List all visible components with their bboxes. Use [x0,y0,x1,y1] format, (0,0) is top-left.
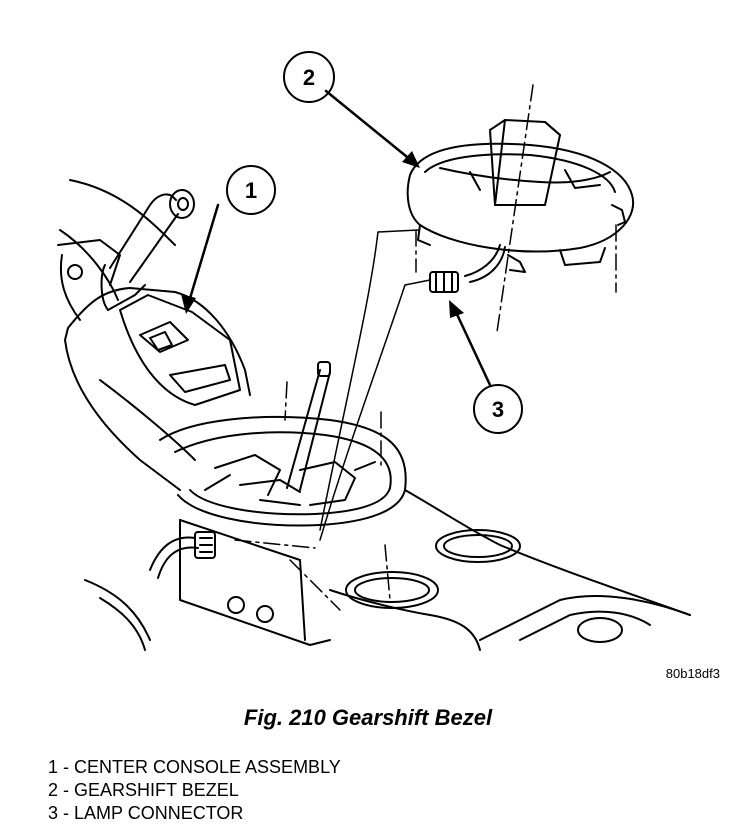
arrow-head-2 [402,151,420,168]
figure-caption: Fig. 210 Gearshift Bezel [243,705,493,730]
parts-legend: 1 - CENTER CONSOLE ASSEMBLY 2 - GEARSHIF… [48,756,341,825]
figure-code: 80b18df3 [665,666,720,681]
callout-circle-2 [283,51,335,103]
legend-item-3: 3 - LAMP CONNECTOR [48,803,244,823]
arrow-head-1 [181,294,196,314]
alignment-lines [234,84,617,611]
center-console [64,287,691,651]
leader-arrows [186,89,492,387]
arrow-head-3 [449,300,464,318]
callout-circle-1 [226,165,276,215]
exploded-diagram: 1 2 3 [57,51,691,651]
legend-item-2: 2 - GEARSHIFT BEZEL [48,780,239,800]
assembly-path [319,229,431,541]
callout-number-1: 1 [245,178,257,203]
callout-number-3: 3 [492,397,504,422]
legend-item-1: 1 - CENTER CONSOLE ASSEMBLY [48,757,341,777]
gearshift-bezel [406,119,635,293]
dash-panel [57,179,176,651]
parking-brake-lever [100,189,195,311]
callout-circle-3 [473,384,523,434]
callout-number-2: 2 [303,65,315,90]
